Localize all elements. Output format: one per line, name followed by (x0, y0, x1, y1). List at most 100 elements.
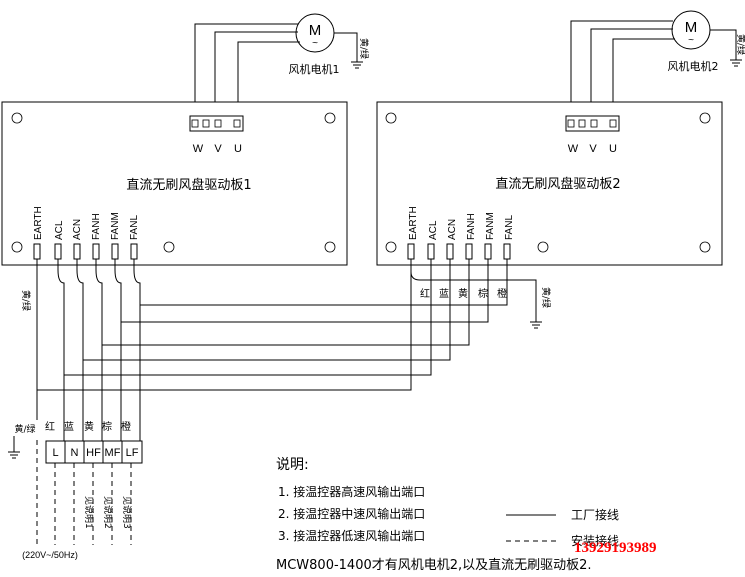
motor-1: M ~ 风机电机1 黄/绿 (194, 13, 370, 116)
board-2-terminal-fanl: FANL (504, 215, 515, 240)
notes: 说明: 1. 接温控器高速风输出端口 2. 接温控器中速风输出端口 3. 接温控… (276, 457, 592, 573)
board-1-terminal-acl: ACL (54, 220, 65, 240)
board-2-connector-pin (578, 119, 586, 128)
board-2-wire-orange-label: 橙 (497, 287, 507, 300)
motor-2-label: 风机电机2 (668, 59, 719, 73)
board-2-wire-yellow-label: 黄 (458, 287, 468, 300)
terminal-n-label: N (71, 447, 79, 459)
board-1-pin-fanm (111, 243, 119, 260)
motor-1-m: M (309, 22, 322, 39)
legend: 工厂接线 安装接线 (506, 507, 619, 548)
terminal-lf-label: LF (126, 447, 139, 459)
board-1: W V U 直流无刷风盘驱动板1 EARTH ACL ACN FANH FANM… (1, 101, 348, 311)
board-1-terminal-fanh: FANH (91, 213, 102, 240)
wire-acn-1 (76, 259, 84, 425)
terminal-ground-icon (8, 451, 20, 459)
terminal-note-3: 见说明3 (121, 496, 133, 529)
terminal-wire-yellow: 黄 (84, 420, 94, 433)
wire-fanh-to-board2 (101, 259, 470, 346)
motor-1-wire-w (194, 23, 298, 116)
notes-heading: 说明: (276, 457, 309, 473)
board-1-pin-v: V (214, 143, 222, 155)
board-1-connector-pin (214, 119, 222, 128)
board-2-connector-pin (609, 119, 617, 128)
wire-earth-link (36, 259, 412, 391)
board-1-pin-earth (33, 243, 41, 260)
board-2-pin-earth (407, 243, 415, 260)
motor-1-tilde: ~ (312, 38, 318, 49)
terminal-block: 黄/绿 红 蓝 黄 棕 橙 L N HF MF LF (8, 420, 143, 560)
motor-1-wire-u (237, 41, 300, 116)
terminal-wire-red: 红 (45, 420, 55, 433)
board-1-pin-fanl (130, 243, 138, 260)
motor-2-wire-v (590, 28, 673, 116)
board-1-connector-pin (202, 119, 210, 128)
wire-fanh-1 (95, 259, 103, 425)
interconnect-wires (36, 259, 508, 425)
terminal-lf (121, 440, 143, 464)
board-1-pin-acl (54, 243, 62, 260)
motor-1-ground-icon (351, 61, 363, 69)
board-2-wire-blue-label: 蓝 (439, 288, 449, 300)
notes-item-3: 3. 接温控器低速风输出端口 (278, 528, 425, 543)
wire-acl-1 (57, 259, 65, 425)
board-2-terminal-acl: ACL (428, 220, 439, 240)
wire-fanl-1 (133, 259, 141, 425)
wire-fanm-to-board2 (120, 259, 489, 323)
motor-2: M ~ 风机电机2 黄/绿 (570, 10, 745, 116)
board-2-pin-u: U (609, 143, 617, 155)
board-1-mount-hole (324, 112, 336, 124)
board-2-outline (376, 101, 723, 266)
terminal-mf-label: MF (105, 447, 121, 459)
board-2-pin-fanl (503, 243, 511, 260)
terminal-l-label: L (52, 447, 58, 459)
board-2-ground-icon (530, 321, 542, 329)
board-1-mount-hole (11, 241, 23, 253)
board-2-title: 直流无刷风盘驱动板2 (495, 176, 620, 192)
board-2-pin-w: W (568, 143, 579, 155)
board-1-pin-fanh (92, 243, 100, 260)
wire-acl-to-board2 (63, 259, 432, 376)
legend-dashed-label: 安装接线 (571, 533, 619, 548)
notes-item-2: 2. 接温控器中速风输出端口 (278, 506, 425, 521)
legend-solid-label: 工厂接线 (571, 507, 619, 522)
board-1-outline (1, 101, 348, 266)
board-2-ground-label: 黄/绿 (540, 287, 552, 308)
board-2-pin-fanh (465, 243, 473, 260)
motor-1-ground-label: 黄/绿 (358, 38, 370, 59)
motor-2-ground-wire (710, 29, 737, 60)
wire-fanm-1 (114, 259, 122, 425)
motor-2-tilde: ~ (688, 35, 694, 46)
motor-1-wire-v (214, 31, 298, 116)
board-2-terminal-fanm: FANM (485, 212, 496, 240)
board-1-earth-wire-label: 黄/绿 (20, 290, 32, 311)
terminal-note-1: 见说明1 (83, 496, 95, 529)
board-2-terminal-earth: EARTH (408, 206, 419, 240)
motor-2-ground-icon (730, 59, 742, 67)
board-1-mount-hole (324, 241, 336, 253)
notes-item-1: 1. 接温控器高速风输出端口 (278, 484, 425, 499)
motor-1-label: 风机电机1 (289, 62, 340, 76)
board-2-wire-red-label: 红 (420, 287, 430, 300)
board-2-connector-pin (567, 119, 575, 128)
motor-1-ground-wire (334, 32, 358, 62)
notes-footer: MCW800-1400才有风机电机2,以及直流无刷驱动板2. (276, 558, 592, 573)
board-2-connector-pin (590, 119, 598, 128)
board-1-terminal-fanm: FANM (110, 212, 121, 240)
board-2-mount-hole (699, 241, 711, 253)
motor-2-ground-label: 黄/绿 (735, 34, 745, 55)
board-2-pin-v: V (589, 143, 597, 155)
motor-2-m: M (685, 19, 698, 36)
board-2-pin-acn (446, 243, 454, 260)
board-1-mount-hole (163, 241, 175, 253)
terminal-ground-label: 黄/绿 (14, 423, 35, 435)
supply-label: (220V~/50Hz) (22, 550, 78, 560)
board-1-terminal-earth: EARTH (33, 206, 44, 240)
wire-acn-to-board2 (82, 259, 451, 361)
board-2-wire-brown-label: 棕 (478, 287, 488, 300)
board-2-mount-hole (699, 112, 711, 124)
board-2-mount-hole (385, 112, 397, 124)
board-2-terminal-acn: ACN (447, 219, 458, 240)
board-1-connector-pin (191, 119, 199, 128)
motor-2-wire-w (570, 20, 673, 116)
